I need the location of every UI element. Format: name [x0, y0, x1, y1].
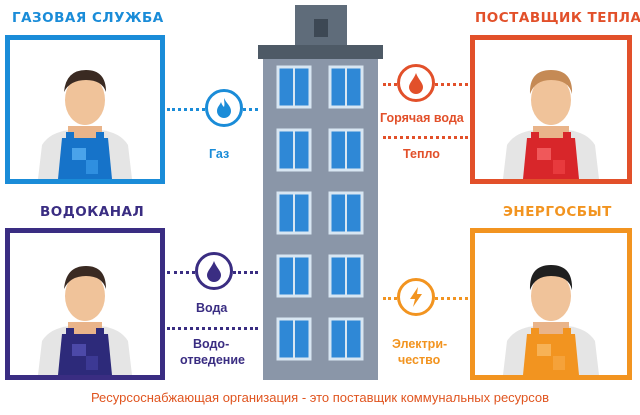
apartment-building-illustration — [258, 5, 383, 380]
gas-resource-circle — [205, 89, 243, 127]
gas-connector-right — [243, 108, 258, 111]
heat-connector-left — [383, 83, 397, 86]
drop-icon — [409, 73, 423, 94]
water-drop-icon — [207, 261, 221, 282]
gas-service-title: ГАЗОВАЯ СЛУЖБА — [12, 10, 164, 26]
drainage-label-line2: отведение — [180, 353, 245, 367]
heat-supplier-frame — [470, 35, 632, 184]
water-label: Вода — [196, 301, 228, 315]
heating-label: Тепло — [403, 147, 440, 161]
bottom-caption: Ресурсоснабжающая организация - это пост… — [90, 390, 550, 405]
power-resource-circle — [397, 278, 435, 316]
water-utility-frame — [5, 228, 165, 380]
heat-resource-circle — [397, 64, 435, 102]
water-resource-circle — [195, 252, 233, 290]
power-worker-illustration — [503, 265, 599, 375]
heat-connector-right — [435, 83, 468, 86]
power-connector-right — [435, 297, 468, 300]
power-connector-left — [383, 297, 397, 300]
water-worker-illustration — [38, 266, 132, 375]
gas-worker-illustration — [38, 70, 132, 179]
lightning-icon — [410, 287, 422, 307]
water-separator-line — [167, 327, 258, 330]
gas-service-frame — [5, 35, 165, 184]
gas-resource-label: Газ — [209, 147, 230, 161]
gas-connector-left — [167, 108, 205, 111]
power-supplier-frame — [470, 228, 632, 380]
drainage-label-line1: Водо- — [193, 337, 230, 351]
heat-supplier-title: ПОСТАВЩИК ТЕПЛА — [475, 10, 640, 26]
water-connector-right — [233, 271, 258, 274]
electricity-label-line2: чество — [398, 353, 441, 367]
hot-water-label: Горячая вода — [380, 111, 464, 125]
flame-icon — [217, 98, 231, 118]
electricity-label-line1: Электри- — [392, 337, 448, 351]
heat-worker-illustration — [503, 70, 599, 179]
water-connector-left — [167, 271, 195, 274]
heat-separator-line — [383, 136, 468, 139]
water-utility-title: ВОДОКАНАЛ — [40, 204, 145, 220]
power-supplier-title: ЭНЕРГОСБЫТ — [503, 204, 612, 220]
